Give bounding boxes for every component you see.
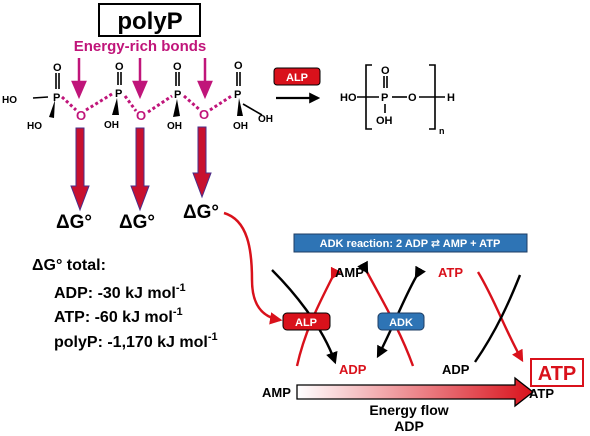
- atom-o1-top: O: [53, 62, 62, 74]
- final-atp-box: ATP: [530, 358, 584, 387]
- unit-ho: HO: [340, 92, 357, 104]
- atom-p4: P: [234, 89, 241, 101]
- atom-p1: P: [53, 92, 60, 104]
- delta-g-label-2: ΔG°: [119, 212, 155, 233]
- unit-p: P: [381, 92, 388, 104]
- atom-bridge-o2: O: [136, 108, 146, 123]
- atom-o2-top: O: [115, 61, 124, 73]
- unit-h: H: [447, 92, 455, 104]
- subtitle: Energy-rich bonds: [74, 38, 207, 55]
- svg-text:ATP: ATP: [538, 363, 577, 385]
- cycle-adp-red: ADP: [339, 362, 367, 377]
- unit-n: n: [439, 126, 445, 136]
- polyp-chain: HO P O HO P O OH P O OH P O OH OH O O O: [2, 60, 273, 132]
- atom-oh2: OH: [104, 120, 119, 131]
- delta-g-to-alp-arrow: [223, 211, 283, 325]
- delta-g-totals: ΔG° total: ADP: -30 kJ mol-1 ATP: -60 kJ…: [32, 257, 218, 351]
- atom-oh4: OH: [233, 121, 248, 132]
- svg-text:ADK: ADK: [389, 317, 413, 329]
- atom-o3-top: O: [173, 61, 182, 73]
- unit-oh: OH: [376, 115, 393, 127]
- atom-p2: P: [115, 88, 122, 100]
- delta-g-label-3: ΔG°: [183, 202, 219, 223]
- svg-text:ADK reaction: 2 ADP ⇄ AMP + AT: ADK reaction: 2 ADP ⇄ AMP + ATP: [320, 238, 501, 250]
- svg-text:ADP: -30 kJ mol-1: ADP: -30 kJ mol-1: [54, 282, 186, 302]
- cycle-amp: AMP: [335, 265, 364, 280]
- cycle-atp-top: ATP: [438, 265, 463, 280]
- unit-o-top: O: [381, 65, 390, 77]
- energy-flow-start: AMP: [262, 385, 291, 400]
- energy-flow-arrow: [296, 376, 535, 408]
- energy-flow-sub: ADP: [394, 418, 424, 434]
- energy-flow-end: ATP: [529, 386, 554, 401]
- atom-p3: P: [174, 89, 181, 101]
- svg-text:ATP: -60 kJ mol-1: ATP: -60 kJ mol-1: [54, 306, 183, 326]
- alp-badge-cycle: ALP: [282, 312, 331, 331]
- delta-g-label-1: ΔG°: [56, 212, 92, 233]
- delta-g-header: ΔG° total:: [32, 257, 106, 274]
- cycle-adp-black: ADP: [442, 362, 470, 377]
- title-box: polyP: [98, 3, 201, 37]
- hydrolysis-arrows: [70, 126, 212, 212]
- atom-bridge-o1: O: [76, 108, 86, 123]
- bond-pointer-arrows: [71, 58, 213, 100]
- title: polyP: [117, 8, 182, 35]
- phosphate-repeat-unit: [357, 64, 445, 130]
- alp-badge-top: ALP: [273, 67, 321, 86]
- atom-oh-right: OH: [258, 114, 273, 125]
- atom-bridge-o3: O: [199, 107, 209, 122]
- atom-oh3: OH: [167, 121, 182, 132]
- atom-oh1: HO: [27, 121, 42, 132]
- unit-o-bridge: O: [408, 92, 417, 104]
- svg-text:ALP: ALP: [295, 317, 317, 329]
- adk-reaction-banner: ADK reaction: 2 ADP ⇄ AMP + ATP: [293, 233, 528, 253]
- atom-ho-left: HO: [2, 95, 17, 106]
- svg-text:ALP: ALP: [286, 72, 308, 84]
- atom-o4-top: O: [234, 60, 243, 72]
- svg-text:polyP: -1,170 kJ mol-1: polyP: -1,170 kJ mol-1: [54, 331, 218, 351]
- energy-flow-label: Energy flow: [369, 402, 448, 418]
- adk-badge: ADK: [377, 312, 425, 331]
